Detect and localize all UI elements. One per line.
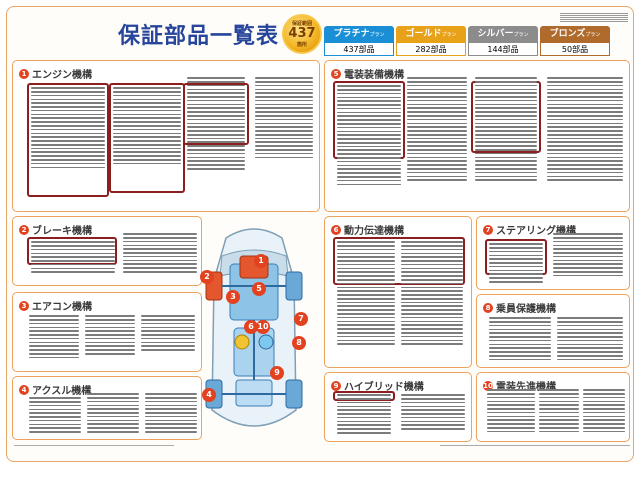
engine-list-col4 [255,75,313,160]
badge-bottom-text: 箇所 [296,42,307,48]
car-label-2: 2 [200,270,214,284]
drivetrain-list-col1 [337,239,395,347]
electrical-list-col3 [475,75,537,183]
hybrid-highlight-box [333,391,395,401]
advanced-list-col1 [487,387,535,435]
footer-note [14,445,174,449]
plan-gold: ゴールドプラン 282部品 [396,26,466,56]
coverage-badge: 保証範囲 437 箇所 [282,14,322,54]
electrical-list-col2 [407,75,467,183]
steering-list-col1 [489,241,543,285]
advanced-list-col3 [583,387,625,435]
car-label-1: 1 [254,254,268,268]
engine-list-col3 [187,75,245,172]
aircon-list-col2 [85,313,135,357]
brake-list-col1 [31,239,115,275]
plan-gold-head: ゴールドプラン [396,26,466,43]
advanced-list-col2 [539,387,579,435]
plan-platinum-count: 437部品 [324,43,394,56]
plan-platinum-head: プラチナプラン [324,26,394,43]
steering-list-col2 [553,231,623,279]
plan-silver: シルバープラン 144部品 [468,26,538,56]
brake-list-col2 [123,231,197,275]
footer-note-right [440,445,630,449]
axle-list-col3 [145,391,197,435]
badge-count: 437 [288,26,316,41]
aircon-list-col1 [29,313,79,361]
car-diagram: 1 2 3 4 5 6 7 8 9 10 [196,220,312,446]
engine-highlight-box-3 [183,83,249,145]
engine-list-col2 [113,85,181,167]
car-label-6: 6 [244,320,258,334]
car-label-10: 10 [256,320,270,334]
occupant-list-col1 [489,315,551,363]
hybrid-list-col2 [401,392,465,432]
axle-list-col1 [29,395,81,435]
plan-platinum: プラチナプラン 437部品 [324,26,394,56]
engine-highlight-box [27,83,109,197]
electrical-list-col1 [337,83,401,187]
drivetrain-highlight-box [333,237,465,285]
car-label-8: 8 [292,336,306,350]
plan-bronze-count: 50部品 [540,43,610,56]
engine-list-col1 [31,85,105,170]
page-title: 保証部品一覧表 [118,24,280,49]
hybrid-list-col1 [337,392,391,436]
top-note-text [560,12,628,23]
electrical-list-col4 [547,75,623,183]
aircon-list-col3 [141,313,195,353]
plan-silver-count: 144部品 [468,43,538,56]
car-label-3: 3 [226,290,240,304]
drivetrain-list-col2 [401,239,463,347]
car-label-5: 5 [252,282,266,296]
badge-top-text: 保証範囲 [291,21,312,27]
plan-bronze: ブロンズプラン 50部品 [540,26,610,56]
plan-bronze-head: ブロンズプラン [540,26,610,43]
car-label-7: 7 [294,312,308,326]
occupant-list-col2 [557,315,623,363]
plan-silver-head: シルバープラン [468,26,538,43]
plan-gold-count: 282部品 [396,43,466,56]
car-label-9: 9 [270,366,284,380]
car-label-4: 4 [202,388,216,402]
axle-list-col2 [87,391,139,435]
